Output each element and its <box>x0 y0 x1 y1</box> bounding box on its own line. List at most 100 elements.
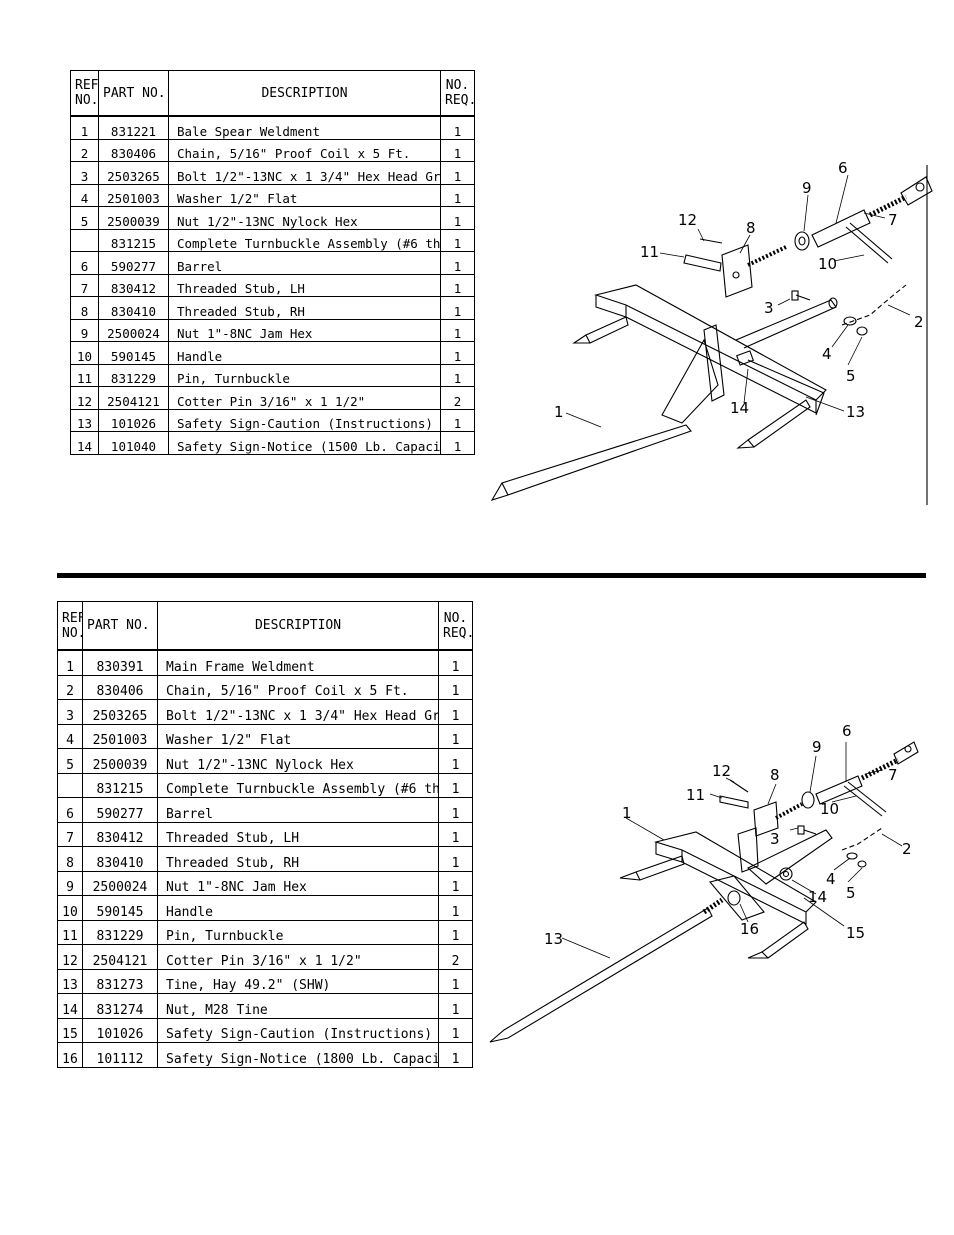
callout-7: 7 <box>888 211 898 229</box>
description-cell: Threaded Stub, LH <box>168 273 441 297</box>
ref-cell: 5 <box>70 206 99 230</box>
qty-cell: 1 <box>438 674 473 700</box>
qty-cell: 1 <box>440 183 475 207</box>
description-cell: Safety Sign-Notice (1800 Lb. Capacity) <box>157 1042 439 1068</box>
description-cell: Tine, Hay 49.2" (SHW) <box>157 968 439 994</box>
part-no-cell: 2503265 <box>82 699 158 725</box>
qty-cell: 1 <box>438 821 473 847</box>
part-no-cell: 101112 <box>82 1042 158 1068</box>
ref-cell: 2 <box>70 138 99 162</box>
ref-cell: 3 <box>57 699 83 725</box>
part-no-cell: 831273 <box>82 968 158 994</box>
description-cell: Nut 1"-8NC Jam Hex <box>168 318 441 342</box>
part-no-cell: 831215 <box>98 228 169 252</box>
qty-cell: 1 <box>438 968 473 994</box>
callout-5: 5 <box>846 884 856 902</box>
description-cell: Barrel <box>157 797 439 823</box>
callout-9: 9 <box>812 738 822 756</box>
callout-16: 16 <box>740 920 759 938</box>
part-no-cell: 2504121 <box>82 944 158 970</box>
description-cell: Bolt 1/2"-13NC x 1 3/4" Hex Head Gr. 5 <box>157 699 439 725</box>
qty-cell: 2 <box>440 386 475 410</box>
part-no-cell: 590277 <box>98 251 169 275</box>
callout-8: 8 <box>746 219 756 237</box>
ref-cell: 1 <box>70 115 99 140</box>
part-no-header: PART NO. <box>82 601 158 651</box>
ref-cell: 4 <box>70 183 99 207</box>
description-cell: Washer 1/2" Flat <box>168 183 441 207</box>
part-no-cell: 2501003 <box>82 723 158 749</box>
ref-cell: 11 <box>57 919 83 945</box>
callout-1: 1 <box>554 403 564 421</box>
part-no-cell: 831229 <box>82 919 158 945</box>
description-cell: Pin, Turnbuckle <box>168 363 441 387</box>
qty-cell: 1 <box>438 649 473 676</box>
ref-cell: 7 <box>70 273 99 297</box>
ref-cell: 6 <box>70 251 99 275</box>
qty-cell: 1 <box>440 296 475 320</box>
description-cell: Nut, M28 Tine <box>157 993 439 1019</box>
qty-cell: 1 <box>438 1042 473 1068</box>
callout-1: 1 <box>622 804 632 822</box>
part-no-cell: 830412 <box>98 273 169 297</box>
bale-spear-exploded-drawing: 1 2 3 4 5 6 7 8 9 10 11 12 13 14 <box>490 159 933 505</box>
qty-cell: 1 <box>440 318 475 342</box>
callout-6: 6 <box>838 159 848 177</box>
part-no-cell: 830406 <box>82 674 158 700</box>
callout-13: 13 <box>544 930 563 948</box>
callout-4: 4 <box>822 345 832 363</box>
ref-cell: 12 <box>70 386 99 410</box>
description-cell: Safety Sign-Notice (1500 Lb. Capacity) <box>168 431 441 455</box>
description-cell: Handle <box>157 895 439 921</box>
ref-cell: 10 <box>70 341 99 365</box>
callout-14: 14 <box>808 888 827 906</box>
qty-cell: 1 <box>438 723 473 749</box>
description-cell: Threaded Stub, RH <box>157 846 439 872</box>
ref-cell <box>70 228 99 252</box>
description-cell: Barrel <box>168 251 441 275</box>
qty-cell: 1 <box>440 341 475 365</box>
part-no-cell: 831274 <box>82 993 158 1019</box>
part-no-cell: 830412 <box>82 821 158 847</box>
description-cell: Complete Turnbuckle Assembly (#6 thru #1… <box>168 228 441 252</box>
qty-cell: 1 <box>438 797 473 823</box>
callout-12: 12 <box>712 762 731 780</box>
callout-4: 4 <box>826 870 836 888</box>
callout-5: 5 <box>846 367 856 385</box>
part-no-cell: 101026 <box>82 1017 158 1043</box>
ref-cell: 7 <box>57 821 83 847</box>
qty-cell: 1 <box>440 273 475 297</box>
part-no-cell: 2500039 <box>82 748 158 774</box>
drawing2-callouts: 1 2 3 4 5 6 7 8 9 10 11 12 13 14 15 16 <box>544 722 912 948</box>
ref-cell: 6 <box>57 797 83 823</box>
ref-cell: 13 <box>70 408 99 432</box>
part-no-cell: 830410 <box>82 846 158 872</box>
callout-3: 3 <box>764 299 774 317</box>
description-cell: Safety Sign-Caution (Instructions) <box>168 408 441 432</box>
callout-6: 6 <box>842 722 852 740</box>
part-no-cell: 831215 <box>82 772 158 798</box>
qty-cell: 1 <box>440 251 475 275</box>
description-cell: Main Frame Weldment <box>157 649 439 676</box>
part-no-cell: 101026 <box>98 408 169 432</box>
qty-cell: 1 <box>438 870 473 896</box>
part-no-cell: 831221 <box>98 115 169 140</box>
part-no-cell: 590277 <box>82 797 158 823</box>
